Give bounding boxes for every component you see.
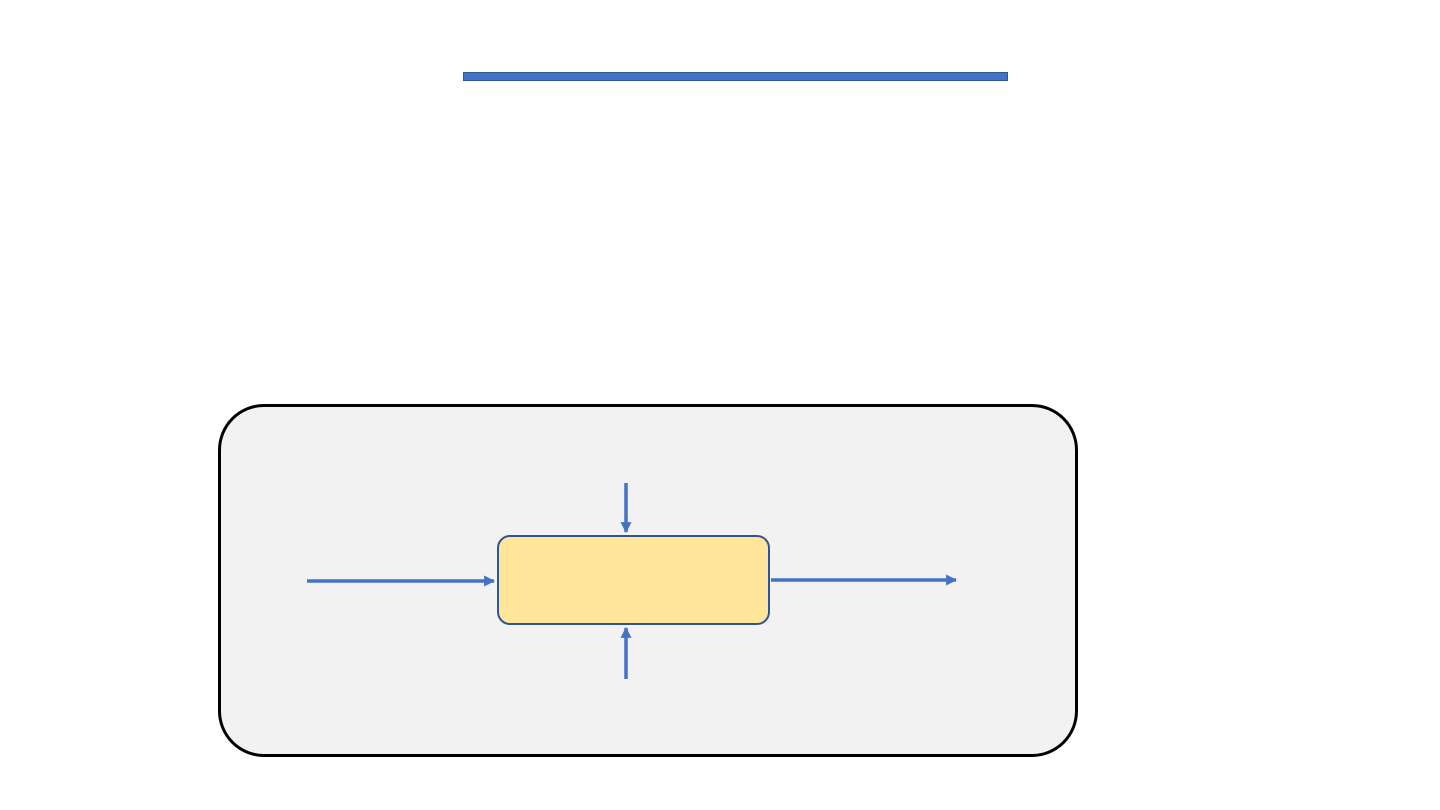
process-box xyxy=(497,535,770,625)
title-divider-bar xyxy=(463,72,1008,81)
